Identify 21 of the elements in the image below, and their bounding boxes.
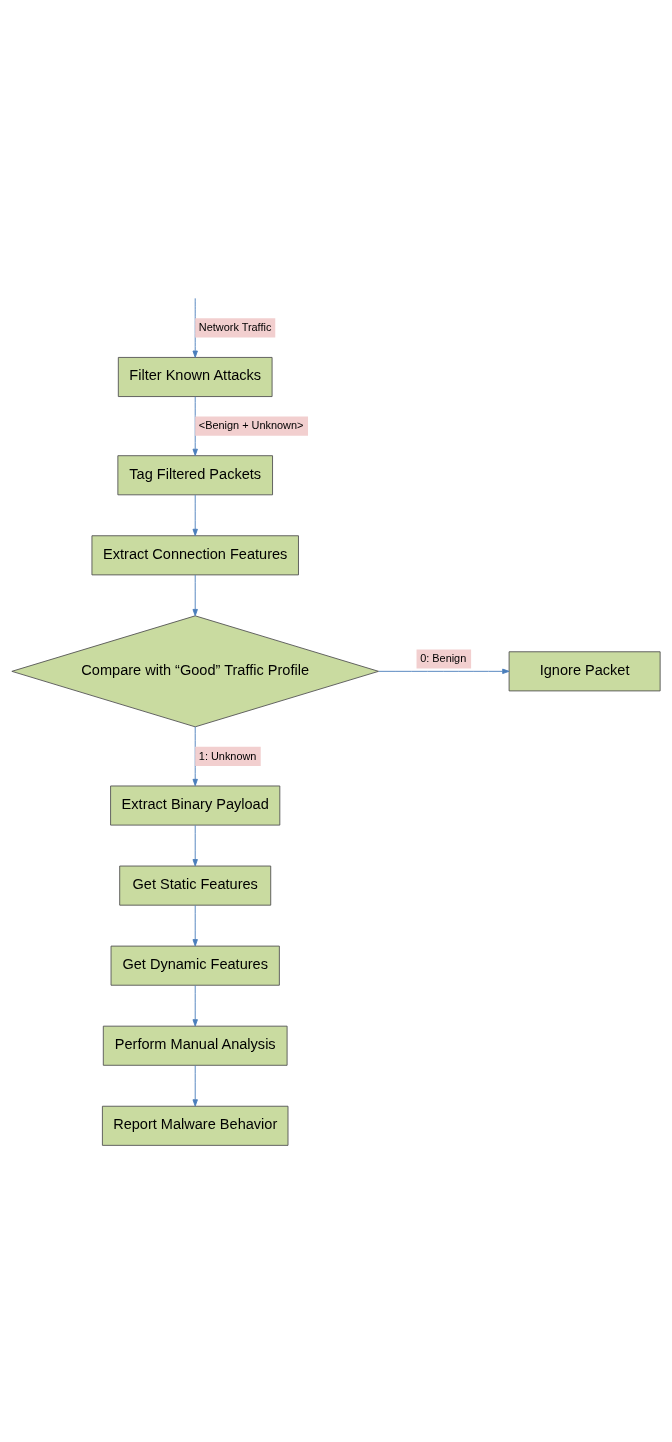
node-box: Report Malware Behavior <box>101 1105 289 1146</box>
node-box: Get Static Features <box>119 865 272 906</box>
arrow <box>192 824 198 866</box>
node-box: Get Dynamic Features <box>110 945 280 986</box>
node-box: Filter Known Attacks <box>117 356 273 397</box>
edge-label: 1: Unknown <box>198 749 257 762</box>
arrow <box>192 984 198 1026</box>
arrow <box>192 574 198 616</box>
edge-label: 0: Benign <box>420 651 467 664</box>
node-box: Extract Connection Features <box>91 534 299 575</box>
edge-label: Network Traffic <box>198 320 272 333</box>
arrow <box>378 668 510 674</box>
node-box: Ignore Packet <box>508 650 661 691</box>
edge-label: <Benign + Unknown> <box>198 418 304 431</box>
arrow <box>192 904 198 946</box>
node-diamond: Compare with “Good” Traffic Profile <box>11 614 379 727</box>
node-box: Extract Binary Payload <box>110 785 281 826</box>
node-box: Perform Manual Analysis <box>102 1025 288 1066</box>
arrow <box>192 494 198 536</box>
node-box: Tag Filtered Packets <box>117 454 273 495</box>
arrow <box>192 1064 198 1107</box>
